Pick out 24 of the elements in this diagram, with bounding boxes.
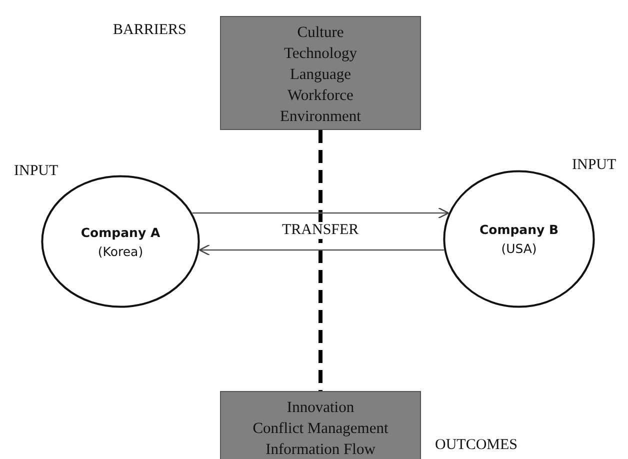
list-item: Language — [290, 65, 352, 85]
category-label: BARRIERS — [113, 22, 186, 39]
category-label: INPUT — [572, 157, 616, 174]
country-label: (USA) — [501, 240, 537, 258]
list-item: Culture — [297, 23, 344, 43]
company-circle — [41, 175, 200, 308]
dashed-line — [318, 130, 322, 391]
category-label: OUTCOMES — [435, 437, 518, 454]
company-name: Company A — [80, 224, 160, 242]
list-item: Technology — [284, 44, 357, 64]
company-circle — [443, 170, 595, 308]
list-item: Conflict Management — [252, 419, 388, 439]
barriers-box — [220, 16, 421, 130]
list-item: Workforce — [288, 86, 354, 106]
outcomes-box — [220, 391, 421, 459]
arrow — [198, 244, 444, 256]
list-item: Environment — [280, 107, 361, 127]
category-label: INPUT — [14, 163, 58, 180]
arrow — [192, 207, 450, 219]
transfer-label: TRANSFER — [279, 222, 362, 239]
country-label: (Korea) — [98, 242, 144, 260]
list-item: Innovation — [286, 398, 354, 418]
company-name: Company B — [479, 221, 559, 239]
list-item: Information Flow — [266, 440, 376, 459]
